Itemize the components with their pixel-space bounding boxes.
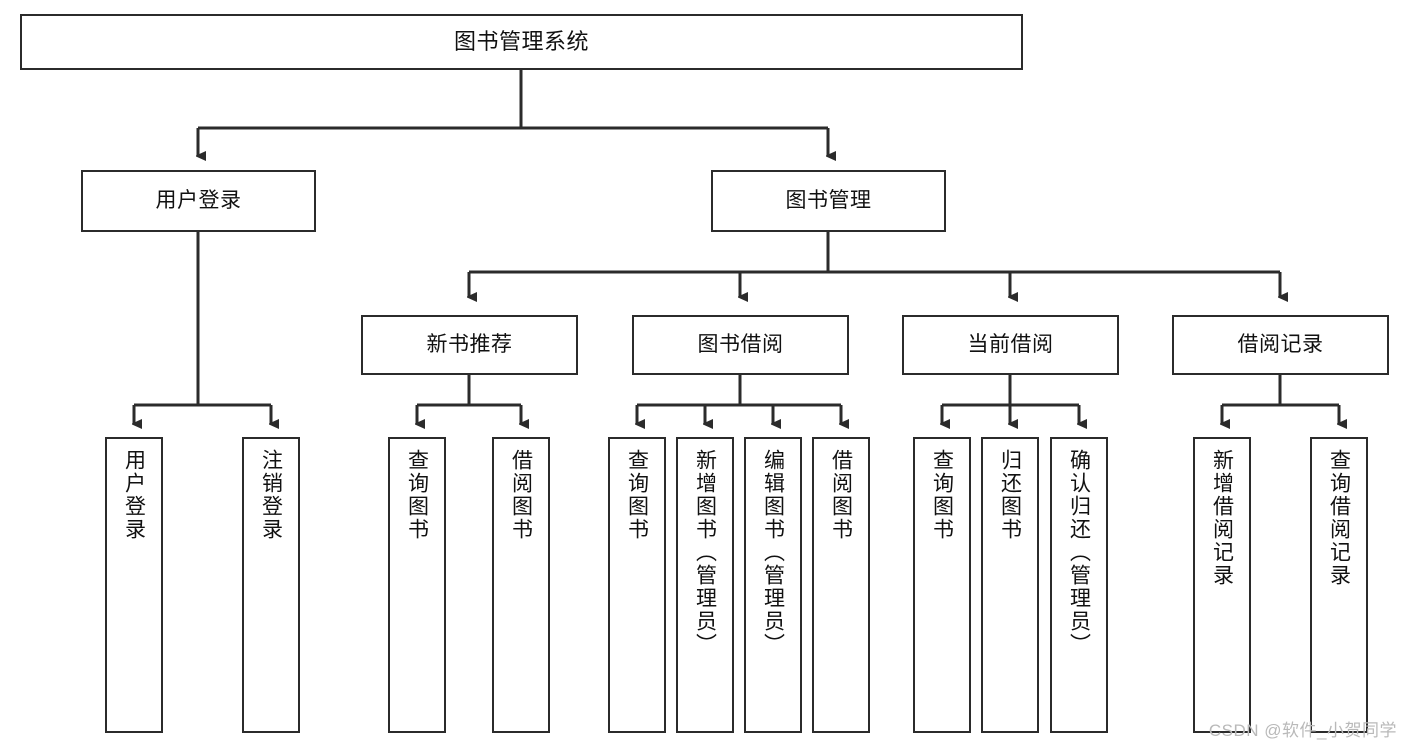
leaf-record-add-record[interactable]: 新增借阅记录 <box>1193 437 1251 733</box>
node-current-borrow[interactable]: 当前借阅 <box>902 315 1119 375</box>
leaf-label: 查询借阅记录 <box>1327 449 1351 587</box>
node-label: 用户登录 <box>155 189 242 213</box>
node-book-borrow[interactable]: 图书借阅 <box>632 315 849 375</box>
leaf-current-confirm-return-admin[interactable]: 确认归还（管理员） <box>1050 437 1108 733</box>
node-root-system[interactable]: 图书管理系统 <box>20 14 1023 70</box>
leaf-label: 新增借阅记录 <box>1210 449 1234 587</box>
node-new-book-recommend[interactable]: 新书推荐 <box>361 315 578 375</box>
leaf-label: 注销登录 <box>259 449 283 541</box>
leaf-label: 确认归还（管理员） <box>1067 449 1091 656</box>
node-borrow-record[interactable]: 借阅记录 <box>1172 315 1389 375</box>
node-user-login[interactable]: 用户登录 <box>81 170 316 232</box>
leaf-label: 查询图书 <box>625 449 649 541</box>
leaf-label: 编辑图书（管理员） <box>761 449 785 656</box>
watermark-text: CSDN @软件_小贺同学 <box>1208 721 1397 740</box>
node-label: 当前借阅 <box>967 333 1054 357</box>
leaf-borrow-borrow-book[interactable]: 借阅图书 <box>812 437 870 733</box>
leaf-user-login-login[interactable]: 用户登录 <box>105 437 163 733</box>
leaf-label: 新增图书（管理员） <box>693 449 717 656</box>
leaf-label: 借阅图书 <box>509 449 533 541</box>
node-label: 新书推荐 <box>426 333 513 357</box>
leaf-recommend-borrow-book[interactable]: 借阅图书 <box>492 437 550 733</box>
leaf-borrow-edit-book-admin[interactable]: 编辑图书（管理员） <box>744 437 802 733</box>
node-label: 图书管理 <box>785 189 872 213</box>
leaf-current-return-book[interactable]: 归还图书 <box>981 437 1039 733</box>
leaf-label: 查询图书 <box>405 449 429 541</box>
node-label: 借阅记录 <box>1237 333 1324 357</box>
leaf-label: 查询图书 <box>930 449 954 541</box>
node-label: 图书管理系统 <box>453 28 589 54</box>
leaf-borrow-add-book-admin[interactable]: 新增图书（管理员） <box>676 437 734 733</box>
leaf-label: 借阅图书 <box>829 449 853 541</box>
node-label: 图书借阅 <box>697 333 784 357</box>
leaf-current-query-book[interactable]: 查询图书 <box>913 437 971 733</box>
leaf-recommend-query-book[interactable]: 查询图书 <box>388 437 446 733</box>
leaf-label: 用户登录 <box>122 449 146 541</box>
leaf-user-login-logout[interactable]: 注销登录 <box>242 437 300 733</box>
leaf-label: 归还图书 <box>998 449 1022 541</box>
node-book-management[interactable]: 图书管理 <box>711 170 946 232</box>
leaf-borrow-query-book[interactable]: 查询图书 <box>608 437 666 733</box>
leaf-record-query-record[interactable]: 查询借阅记录 <box>1310 437 1368 733</box>
